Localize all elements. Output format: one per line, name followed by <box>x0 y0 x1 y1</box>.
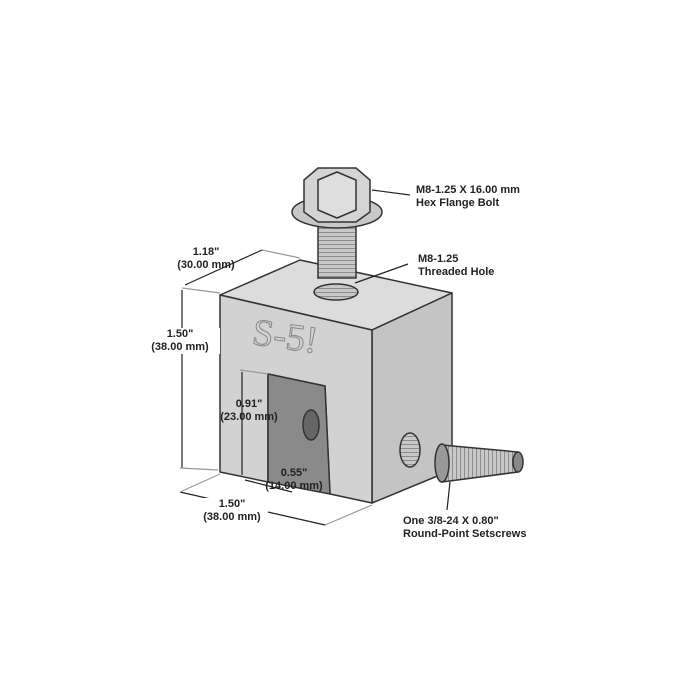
dimension-lines <box>179 189 451 526</box>
width-dimension: 1.50" (38.00 mm) <box>196 498 268 524</box>
extension-line <box>261 249 301 259</box>
setscrew-callout: One 3/8-24 X 0.80" Round-Point Setscrews <box>403 515 526 541</box>
bolt-leader-line <box>371 189 411 196</box>
dim-mm: (14.00 mm) <box>265 480 323 492</box>
hole-name: Threaded Hole <box>418 266 495 278</box>
hole-leader-line <box>354 263 409 284</box>
dim-inches: 0.91" <box>235 398 263 410</box>
extension-line <box>181 287 221 294</box>
bolt-name: Hex Flange Bolt <box>416 197 500 209</box>
slot-height-dimension: 0.91" (23.00 mm) <box>217 398 281 424</box>
dim-inches: 1.50" <box>166 328 194 340</box>
hole-spec: M8-1.25 <box>418 253 459 265</box>
dim-inches: 0.55" <box>280 467 308 479</box>
setscrew-name: Round-Point Setscrews <box>403 528 527 540</box>
bolt-hex-head-top <box>317 171 357 219</box>
extension-line <box>179 473 221 493</box>
dim-inches: 1.18" <box>192 246 220 258</box>
setscrew-head-end <box>434 443 450 483</box>
dim-inches: 1.50" <box>218 498 246 510</box>
height-dimension: 1.50" (38.00 mm) <box>140 328 220 354</box>
bolt-callout: M8-1.25 X 16.00 mm Hex Flange Bolt <box>416 184 520 210</box>
setscrew-leader-line <box>446 481 451 511</box>
slot-inner <box>267 373 331 495</box>
setscrew-hole <box>399 432 421 468</box>
setscrew-tip <box>512 451 524 473</box>
extension-line <box>324 504 373 526</box>
setscrew-spec: One 3/8-24 X 0.80" <box>403 515 499 527</box>
dim-mm: (38.00 mm) <box>203 511 261 523</box>
dim-mm: (23.00 mm) <box>220 411 278 423</box>
dim-mm: (38.00 mm) <box>151 341 209 353</box>
depth-dimension-line <box>184 249 263 286</box>
clamp-body <box>219 259 453 504</box>
slot-width-dimension-line <box>244 479 293 493</box>
dim-mm: (30.00 mm) <box>177 259 235 271</box>
setscrew-thread <box>441 444 519 483</box>
slot-hole <box>302 409 320 441</box>
setscrew <box>434 443 524 483</box>
depth-dimension: 1.18" (30.00 mm) <box>168 246 244 272</box>
slot-width-dimension: 0.55" (14.00 mm) <box>262 467 326 493</box>
extension-line <box>239 369 269 375</box>
hex-flange-bolt <box>291 167 383 279</box>
logo: S-5! <box>250 311 321 362</box>
threaded-hole <box>313 283 359 301</box>
extension-line <box>179 467 219 471</box>
bolt-spec: M8-1.25 X 16.00 mm <box>416 184 520 196</box>
hole-callout: M8-1.25 Threaded Hole <box>418 253 494 279</box>
